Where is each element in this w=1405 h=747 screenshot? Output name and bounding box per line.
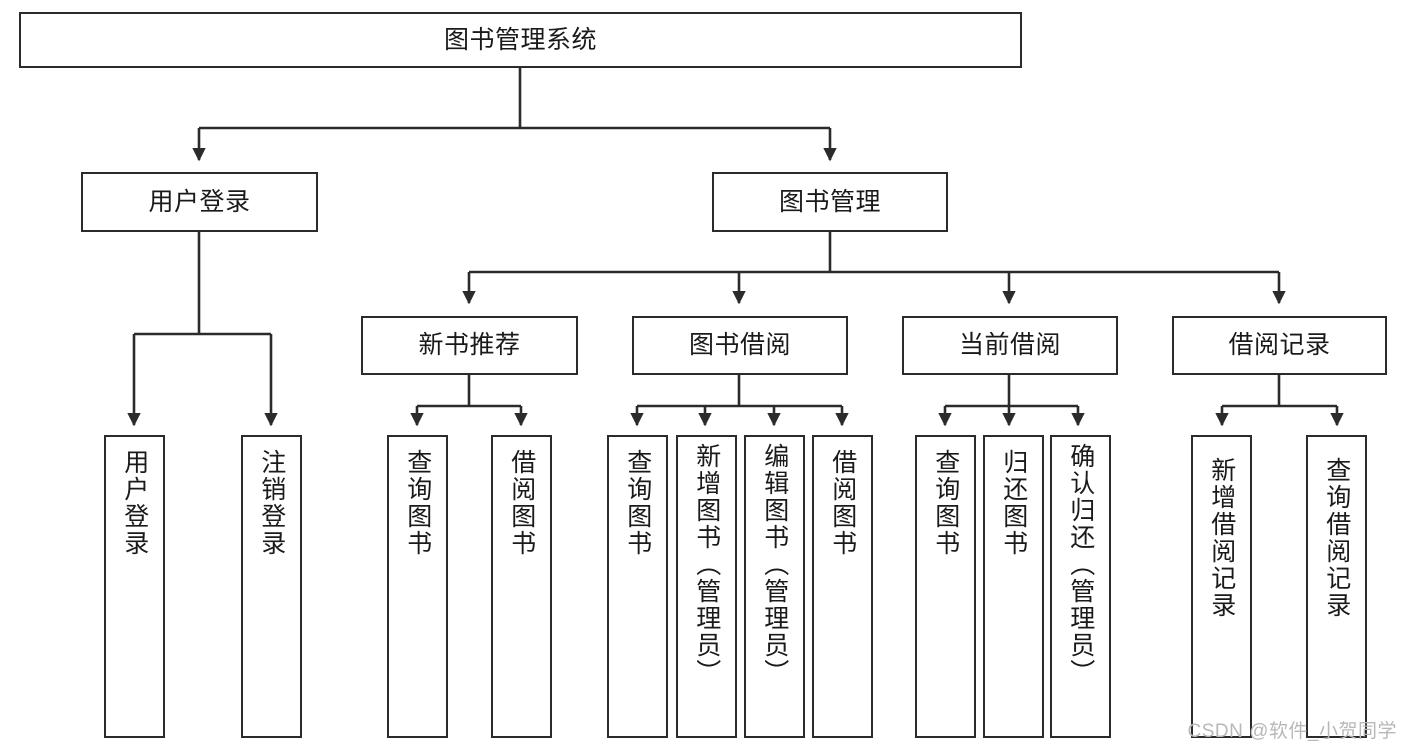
node-root-label: 图书管理系统 <box>443 25 597 54</box>
node-root[interactable]: 图书管理系统 <box>19 12 1022 68</box>
node-leaf-add-book-label: 新增图书（管理员） <box>692 443 721 686</box>
node-book-manage[interactable]: 图书管理 <box>712 172 948 232</box>
node-leaf-query-book-3-label: 查询图书 <box>931 449 960 557</box>
node-leaf-query-book-3[interactable]: 查询图书 <box>915 435 976 738</box>
node-leaf-confirm-return[interactable]: 确认归还（管理员） <box>1050 435 1111 738</box>
node-leaf-confirm-return-label: 确认归还（管理员） <box>1066 443 1095 686</box>
node-user-login[interactable]: 用户登录 <box>81 172 318 232</box>
node-leaf-edit-book-label: 编辑图书（管理员） <box>760 443 789 686</box>
node-book-borrow[interactable]: 图书借阅 <box>632 316 848 375</box>
node-book-manage-label: 图书管理 <box>778 187 881 216</box>
node-leaf-return-book-label: 归还图书 <box>999 449 1028 557</box>
node-book-borrow-label: 图书借阅 <box>688 331 791 359</box>
node-leaf-add-record[interactable]: 新增借阅记录 <box>1191 435 1252 738</box>
node-borrow-record-label: 借阅记录 <box>1228 331 1331 359</box>
node-leaf-user-login-label: 用户登录 <box>120 449 149 557</box>
node-leaf-borrow-book-2-label: 借阅图书 <box>828 449 857 557</box>
node-current-borrow[interactable]: 当前借阅 <box>902 316 1118 375</box>
node-leaf-edit-book[interactable]: 编辑图书（管理员） <box>744 435 805 738</box>
node-leaf-logout-label: 注销登录 <box>257 449 286 557</box>
node-leaf-query-book-1-label: 查询图书 <box>403 449 432 557</box>
node-leaf-query-book-2[interactable]: 查询图书 <box>607 435 668 738</box>
node-leaf-query-book-2-label: 查询图书 <box>623 449 652 557</box>
node-leaf-borrow-book-2[interactable]: 借阅图书 <box>812 435 873 738</box>
node-leaf-add-record-label: 新增借阅记录 <box>1207 457 1236 619</box>
node-leaf-query-book-1[interactable]: 查询图书 <box>387 435 448 738</box>
node-new-book-rec[interactable]: 新书推荐 <box>361 316 578 375</box>
node-leaf-query-record[interactable]: 查询借阅记录 <box>1306 435 1367 738</box>
csdn-watermark: CSDN @软件_小贺同学 <box>1187 721 1397 742</box>
node-borrow-record[interactable]: 借阅记录 <box>1172 316 1387 375</box>
node-leaf-borrow-book-1[interactable]: 借阅图书 <box>491 435 552 738</box>
node-leaf-borrow-book-1-label: 借阅图书 <box>507 449 536 557</box>
node-leaf-logout[interactable]: 注销登录 <box>241 435 302 738</box>
node-new-book-rec-label: 新书推荐 <box>418 331 521 359</box>
node-leaf-query-record-label: 查询借阅记录 <box>1322 457 1351 619</box>
node-leaf-user-login[interactable]: 用户登录 <box>104 435 165 738</box>
node-leaf-return-book[interactable]: 归还图书 <box>983 435 1044 738</box>
node-current-borrow-label: 当前借阅 <box>958 331 1061 359</box>
node-leaf-add-book[interactable]: 新增图书（管理员） <box>676 435 737 738</box>
node-user-login-label: 用户登录 <box>148 187 251 216</box>
